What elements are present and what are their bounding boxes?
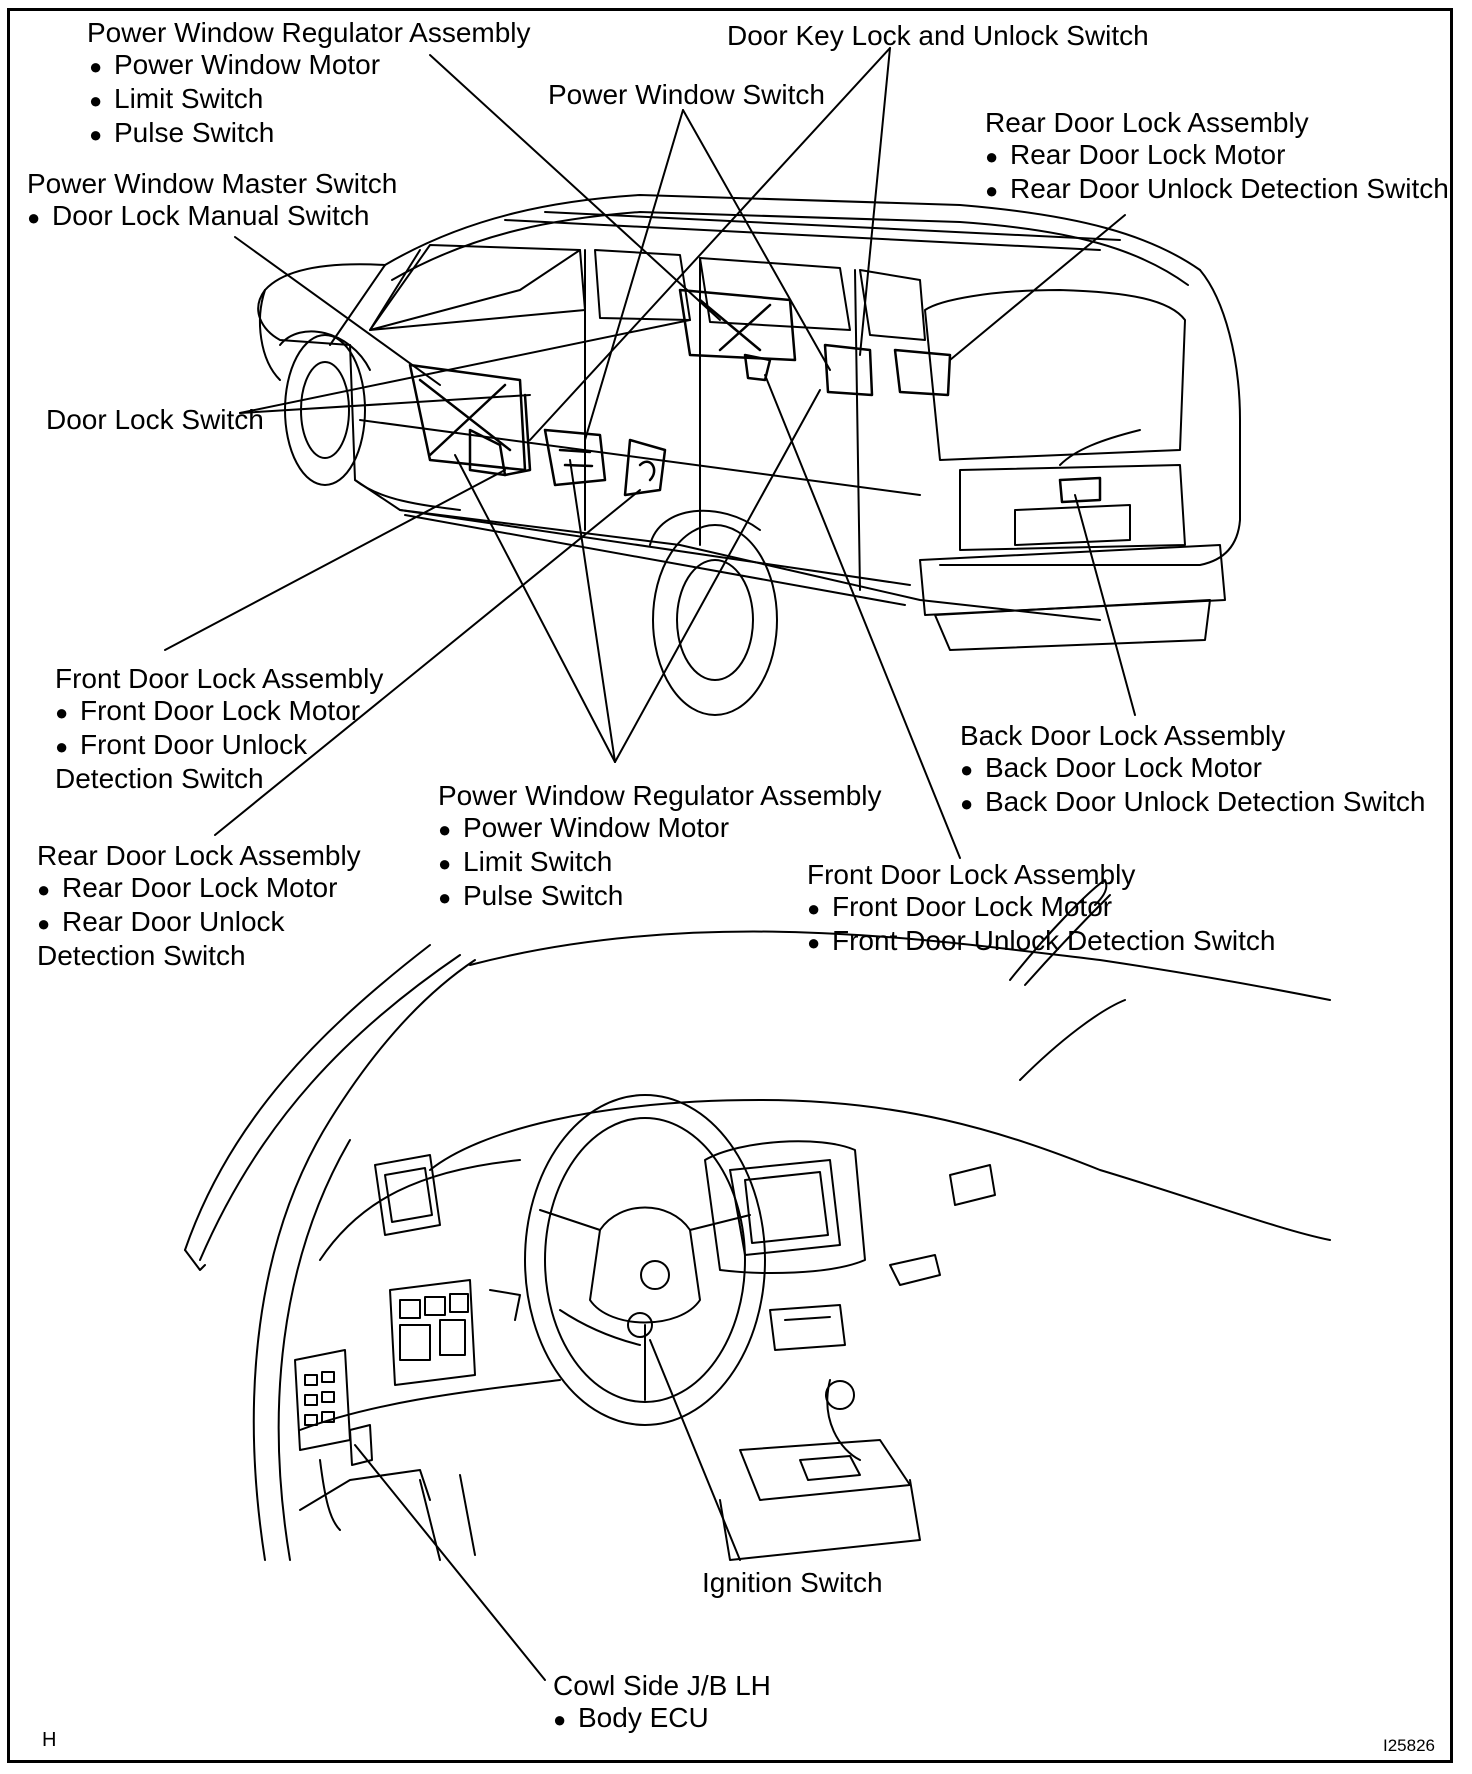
figure-frame: [7, 8, 1453, 1763]
bullet-item: Pulse Switch: [438, 880, 882, 914]
label-back-door-lock: Back Door Lock Assembly Back Door Lock M…: [960, 720, 1425, 820]
label-title: Front Door Lock Assembly: [55, 663, 384, 694]
bullet-item: Limit Switch: [438, 846, 882, 880]
corner-code-left: H: [42, 1729, 57, 1751]
label-power-window-switch: Power Window Switch: [548, 79, 825, 111]
bullet-item: Rear Door Lock Motor: [985, 139, 1449, 173]
bullet-item: Front Door Lock Motor: [55, 695, 383, 729]
label-ignition-switch: Ignition Switch: [702, 1567, 883, 1599]
label-title: Door Key Lock and Unlock Switch: [727, 20, 1149, 51]
label-cowl-side-jb: Cowl Side J/B LH Body ECU: [553, 1670, 771, 1736]
label-power-window-master-switch: Power Window Master Switch Door Lock Man…: [27, 168, 397, 234]
label-power-window-regulator-top: Power Window Regulator Assembly Power Wi…: [87, 17, 531, 151]
bullet-item: Rear Door Lock Motor: [37, 872, 361, 906]
bullet-item: Rear Door Unlock: [37, 906, 361, 940]
label-door-key-lock-switch: Door Key Lock and Unlock Switch: [727, 20, 1149, 52]
bullet-item: Body ECU: [553, 1702, 771, 1736]
label-front-door-lock-right: Front Door Lock Assembly Front Door Lock…: [807, 859, 1276, 959]
label-continuation: Detection Switch: [55, 763, 264, 794]
corner-code-right: I25826: [1383, 1736, 1435, 1755]
label-title: Door Lock Switch: [46, 404, 264, 435]
label-rear-door-lock-left: Rear Door Lock Assembly Rear Door Lock M…: [37, 840, 361, 972]
interior-dashboard: [184, 879, 1331, 1561]
suv-body-outline: [257, 194, 1241, 716]
label-title: Power Window Regulator Assembly: [438, 780, 882, 811]
bullet-item: Front Door Unlock: [55, 729, 383, 763]
bullet-item: Power Window Motor: [87, 49, 531, 83]
bullet-item: Limit Switch: [87, 83, 531, 117]
label-rear-door-lock-right: Rear Door Lock Assembly Rear Door Lock M…: [985, 107, 1449, 207]
label-title: Ignition Switch: [702, 1567, 883, 1598]
bullet-item: Back Door Unlock Detection Switch: [960, 786, 1425, 820]
bullet-item: Door Lock Manual Switch: [27, 200, 397, 234]
bullet-item: Pulse Switch: [87, 117, 531, 151]
bullet-item: Power Window Motor: [438, 812, 882, 846]
bullet-item: Front Door Lock Motor: [807, 891, 1276, 925]
label-title: Power Window Master Switch: [27, 168, 398, 199]
label-title: Cowl Side J/B LH: [553, 1670, 771, 1701]
label-title: Power Window Switch: [548, 79, 825, 110]
label-title: Rear Door Lock Assembly: [37, 840, 361, 871]
label-title: Back Door Lock Assembly: [960, 720, 1286, 751]
bullet-item: Front Door Unlock Detection Switch: [807, 925, 1276, 959]
label-title: Rear Door Lock Assembly: [985, 107, 1309, 138]
label-title: Power Window Regulator Assembly: [87, 17, 531, 48]
bullet-item: Rear Door Unlock Detection Switch: [985, 173, 1449, 207]
label-front-door-lock-left: Front Door Lock Assembly Front Door Lock…: [55, 663, 383, 795]
label-continuation: Detection Switch: [37, 940, 246, 971]
label-power-window-regulator-mid: Power Window Regulator Assembly Power Wi…: [438, 780, 882, 914]
label-title: Front Door Lock Assembly: [807, 859, 1136, 890]
bullet-item: Back Door Lock Motor: [960, 752, 1425, 786]
label-door-lock-switch: Door Lock Switch: [46, 404, 264, 436]
